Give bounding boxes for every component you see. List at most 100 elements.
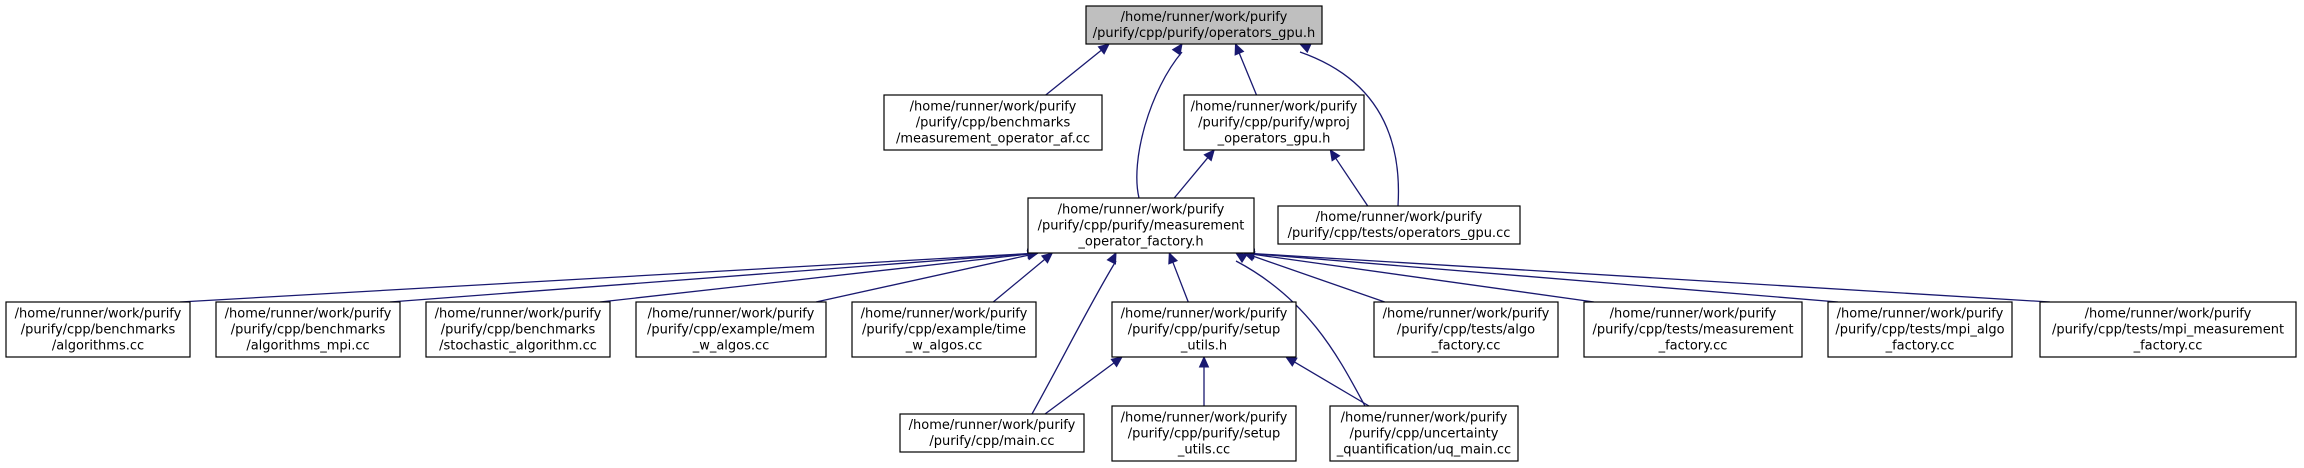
node-time_w[interactable]: /home/runner/work/purify/purify/cpp/exam… xyxy=(851,301,1037,358)
node-label-line: /home/runner/work/purify xyxy=(1191,100,1358,115)
arrowhead xyxy=(1110,356,1123,368)
edge-setup_h-to-factory xyxy=(1168,251,1189,303)
node-wproj[interactable]: /home/runner/work/purify/purify/cpp/puri… xyxy=(1183,94,1365,151)
node-box xyxy=(425,301,611,358)
arrowhead xyxy=(1284,356,1298,367)
node-label-line: /measurement_operator_af.cc xyxy=(896,132,1090,147)
node-setup_cc[interactable]: /home/runner/work/purify/purify/cpp/puri… xyxy=(1111,405,1297,462)
node-label-line: /home/runner/work/purify xyxy=(1383,307,1550,322)
node-box xyxy=(1183,94,1365,151)
nodes: /home/runner/work/purify/purify/cpp/puri… xyxy=(5,5,2297,462)
node-box xyxy=(1827,301,2013,358)
edge-line xyxy=(1044,362,1115,415)
node-label-line: _utils.h xyxy=(1180,339,1227,354)
arrowhead xyxy=(1329,148,1341,162)
node-setup_h[interactable]: /home/runner/work/purify/purify/cpp/puri… xyxy=(1111,301,1297,358)
node-label-line: /purify/cpp/tests/operators_gpu.cc xyxy=(1288,226,1511,241)
node-main[interactable]: /home/runner/work/purify/purify/cpp/main… xyxy=(899,413,1085,453)
edge-line xyxy=(1173,157,1209,199)
arrowhead xyxy=(1198,355,1210,368)
node-label-line: _w_algos.cc xyxy=(905,339,983,354)
edge-line xyxy=(992,258,1046,303)
edge-uq_main-to-setup_h xyxy=(1284,356,1370,407)
node-meas_factory[interactable]: /home/runner/work/purify/purify/cpp/test… xyxy=(1583,301,1803,358)
node-mpi_algo[interactable]: /home/runner/work/purify/purify/cpp/test… xyxy=(1827,301,2013,358)
edge-setup_cc-to-setup_h xyxy=(1198,355,1210,406)
node-label-line: /purify/cpp/purify/measurement xyxy=(1038,219,1245,234)
arrowhead xyxy=(1040,252,1054,264)
node-label-line: _factory.cc xyxy=(1885,339,1955,354)
edge-line xyxy=(1253,252,2051,303)
node-label-line: _operator_factory.h xyxy=(1077,235,1203,250)
node-label-line: _factory.cc xyxy=(1658,339,1728,354)
edge-wproj-to-root xyxy=(1234,42,1258,96)
edge-line xyxy=(1235,260,1366,407)
node-box xyxy=(1085,5,1323,45)
node-label-line: /home/runner/work/purify xyxy=(910,100,1077,115)
node-label-line: /home/runner/work/purify xyxy=(1316,210,1483,225)
node-label-line: /home/runner/work/purify xyxy=(1121,10,1288,25)
node-root[interactable]: /home/runner/work/purify/purify/cpp/puri… xyxy=(1085,5,1323,45)
node-mem_w[interactable]: /home/runner/work/purify/purify/cpp/exam… xyxy=(635,301,827,358)
node-box xyxy=(635,301,827,358)
node-label-line: /purify/cpp/purify/setup xyxy=(1128,323,1281,338)
node-label-line: _quantification/uq_main.cc xyxy=(1336,443,1511,458)
arrowhead xyxy=(1203,149,1215,162)
edge-line xyxy=(389,253,1029,303)
edge-mpi_meas-to-factory xyxy=(1242,248,2051,303)
edge-time_w-to-factory xyxy=(992,252,1054,303)
node-box xyxy=(851,301,1037,358)
node-algorithms[interactable]: /home/runner/work/purify/purify/cpp/benc… xyxy=(5,301,191,358)
edge-factory-to-wproj xyxy=(1173,149,1215,199)
node-label-line: /purify/cpp/main.cc xyxy=(929,434,1054,449)
node-mpi_meas[interactable]: /home/runner/work/purify/purify/cpp/test… xyxy=(2039,301,2297,358)
node-label-line: /home/runner/work/purify xyxy=(861,307,1028,322)
edge-meas_af-to-root xyxy=(1045,43,1110,96)
node-label-line: /algorithms_mpi.cc xyxy=(246,339,369,354)
node-label-line: /home/runner/work/purify xyxy=(15,307,182,322)
node-box xyxy=(5,301,191,358)
node-label-line: /purify/cpp/benchmarks xyxy=(441,323,596,338)
node-label-line: /purify/cpp/example/mem xyxy=(647,323,815,338)
edge-line xyxy=(599,253,1029,303)
node-label-line: /home/runner/work/purify xyxy=(225,307,392,322)
node-algo_factory[interactable]: /home/runner/work/purify/purify/cpp/test… xyxy=(1373,301,1559,358)
node-box xyxy=(1277,205,1521,245)
edge-line xyxy=(1253,255,1385,303)
edge-algo_factory-to-factory xyxy=(1242,251,1385,303)
arrowhead xyxy=(1097,43,1110,55)
edge-uq_main-to-factory xyxy=(1234,252,1366,407)
edge-main-to-setup_h xyxy=(1044,356,1123,415)
node-label-line: /home/runner/work/purify xyxy=(1058,203,1225,218)
node-box xyxy=(1111,301,1297,358)
node-label-line: /purify/cpp/tests/mpi_algo xyxy=(1835,323,2004,338)
node-label-line: /home/runner/work/purify xyxy=(1121,411,1288,426)
arrowhead xyxy=(1171,43,1183,56)
node-label-line: /algorithms.cc xyxy=(52,339,144,354)
node-box xyxy=(1373,301,1559,358)
node-box xyxy=(1027,197,1255,254)
node-uq_main[interactable]: /home/runner/work/purify/purify/cpp/unce… xyxy=(1329,405,1519,462)
node-label-line: /home/runner/work/purify xyxy=(648,307,815,322)
node-label-line: /home/runner/work/purify xyxy=(909,418,1076,433)
node-label-line: /purify/cpp/purify/wproj xyxy=(1198,116,1350,131)
arrowhead xyxy=(1106,251,1117,265)
node-label-line: /home/runner/work/purify xyxy=(1610,307,1777,322)
node-meas_af[interactable]: /home/runner/work/purify/purify/cpp/benc… xyxy=(883,94,1103,151)
node-factory[interactable]: /home/runner/work/purify/purify/cpp/puri… xyxy=(1027,197,1255,254)
node-label-line: /home/runner/work/purify xyxy=(1341,411,1508,426)
edge-line xyxy=(1253,253,1839,303)
edge-line xyxy=(1299,51,1400,207)
edge-algorithms-to-factory xyxy=(179,248,1040,303)
node-stochastic[interactable]: /home/runner/work/purify/purify/cpp/benc… xyxy=(425,301,611,358)
edge-mem_w-to-factory xyxy=(815,250,1040,303)
node-label-line: /home/runner/work/purify xyxy=(435,307,602,322)
node-tests_gpu[interactable]: /home/runner/work/purify/purify/cpp/test… xyxy=(1277,205,1521,245)
node-label-line: /purify/cpp/benchmarks xyxy=(916,116,1071,131)
arrowhead xyxy=(1298,43,1312,54)
node-box xyxy=(1111,405,1297,462)
node-label-line: /purify/cpp/tests/measurement xyxy=(1592,323,1793,338)
node-algorithms_mpi[interactable]: /home/runner/work/purify/purify/cpp/benc… xyxy=(215,301,401,358)
edge-line xyxy=(1045,49,1102,96)
